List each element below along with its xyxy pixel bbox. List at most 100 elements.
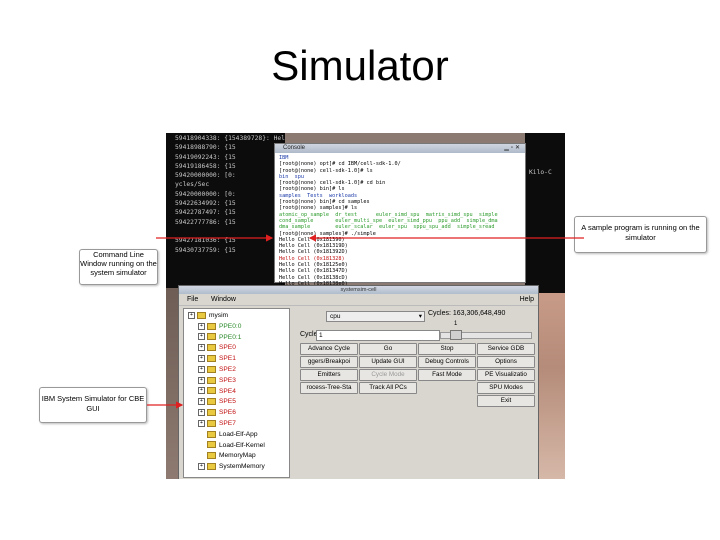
expand-icon[interactable]: +	[188, 311, 195, 319]
terminal-line: 59419092243: {15	[175, 153, 236, 161]
expand-icon[interactable]: +	[198, 387, 205, 395]
tree-item[interactable]: + SPE7	[198, 419, 236, 428]
tree-item-label: SPE7	[219, 420, 236, 427]
tree-item-label: SPE0	[219, 344, 236, 352]
gui-titlebar[interactable]: systemsim-cell	[179, 286, 538, 294]
terminal-line: 59427181036: {15	[175, 237, 236, 245]
console-line: Hello Cell (0x181392D)	[279, 249, 348, 256]
chevron-down-icon: ▾	[418, 313, 422, 320]
folder-icon	[207, 376, 216, 384]
folder-icon	[207, 462, 216, 470]
cycle-label: Cycle	[300, 331, 318, 338]
expand-icon[interactable]: +	[198, 419, 205, 427]
window-controls-icon[interactable]: ▁▫✕	[504, 145, 522, 151]
tree-item[interactable]: Load-Elf-App	[198, 430, 258, 439]
callout-gui: IBM System Simulator for CBE GUI	[39, 387, 147, 423]
menu-file[interactable]: File	[187, 296, 199, 303]
tree-item-label: Load-Elf-App	[219, 430, 258, 438]
sim-button[interactable]: Update GUI	[359, 356, 417, 368]
cycle-slider[interactable]	[440, 332, 532, 339]
tree-item[interactable]: + PPE0:1	[198, 333, 241, 342]
sim-button[interactable]: PE Visualizatio	[477, 369, 535, 381]
folder-icon	[207, 344, 216, 352]
tree-item[interactable]: + SPE0	[198, 343, 236, 352]
folder-icon	[207, 441, 216, 449]
expand-icon[interactable]: +	[198, 408, 205, 416]
expand-icon[interactable]: +	[198, 333, 205, 341]
tree-item[interactable]: +PPE0:0	[198, 322, 241, 331]
sim-button[interactable]: Fast Mode	[418, 369, 476, 381]
sim-button[interactable]: ggers/Breakpoi	[300, 356, 358, 368]
expand-icon[interactable]: +	[198, 376, 205, 384]
console-line: [root@(none) cell-sdk-1.0]# ls	[279, 167, 373, 174]
terminal-right-text: Kilo-C	[529, 169, 552, 176]
sim-button[interactable]: SPU Modes	[477, 382, 535, 394]
sim-button[interactable]: rocess-Tree-Sta	[300, 382, 358, 394]
console-line: samples Tests workloads	[279, 192, 358, 199]
tree-item-label: PPE0:1	[219, 333, 242, 341]
expand-icon[interactable]: +	[198, 365, 205, 373]
terminal-right-edge: Kilo-C	[525, 133, 565, 293]
slider-handle[interactable]	[450, 330, 462, 340]
tree-item-label: Load-Elf-Kernel	[219, 441, 265, 449]
folder-icon	[207, 354, 216, 362]
tree-item[interactable]: + SPE2	[198, 365, 236, 374]
tree-item[interactable]: + SPE6	[198, 408, 236, 417]
expand-icon[interactable]: +	[198, 354, 205, 362]
expand-icon[interactable]: +	[198, 462, 205, 470]
folder-icon	[207, 430, 216, 438]
folder-icon	[207, 419, 216, 427]
console-line: [root@(none) bin]# ls	[279, 186, 345, 193]
terminal-line: 59422787497: {15	[175, 209, 236, 217]
simulator-tree[interactable]: +mysim+PPE0:0+PPE0:1+SPE0+SPE1+SPE2+SPE3…	[183, 308, 290, 478]
console-titlebar[interactable]: Console ▁▫✕	[275, 144, 525, 153]
tree-item-label: SPE2	[219, 366, 236, 373]
tree-item[interactable]: +mysim	[188, 311, 228, 320]
console-line: Hello Cell (0x181390)	[279, 236, 345, 243]
sim-button[interactable]: Options	[477, 356, 535, 368]
folder-icon	[207, 398, 216, 406]
cpu-select[interactable]: cpu ▾	[326, 311, 425, 322]
expand-icon[interactable]: +	[198, 398, 205, 406]
sim-button[interactable]: Track All PCs	[359, 382, 417, 394]
expand-icon[interactable]: +	[198, 344, 205, 352]
sim-button[interactable]: Debug Controls	[418, 356, 476, 368]
tree-item[interactable]: +SPE3	[198, 376, 236, 385]
expand-icon[interactable]: +	[198, 322, 205, 330]
tree-item[interactable]: +SPE4	[198, 387, 236, 396]
terminal-line: 59430737759: {15	[175, 246, 236, 254]
slide-title: Simulator	[271, 42, 449, 89]
terminal-line: 59418988790: {15	[175, 144, 236, 152]
sim-button[interactable]: Stop	[418, 343, 476, 355]
tree-item[interactable]: +SPE5	[198, 397, 236, 406]
console-line: cond_sample euler_multi_spe euler_simd_p…	[279, 217, 498, 224]
folder-icon	[207, 387, 216, 395]
background-photo-left	[166, 288, 178, 479]
tree-item[interactable]: MemoryMap	[198, 451, 256, 460]
sim-button[interactable]: Advance Cycle	[300, 343, 358, 355]
console-window[interactable]: Console ▁▫✕ IBM[root@(none) opt]# cd IBM…	[274, 143, 526, 306]
sim-button[interactable]: Go	[359, 343, 417, 355]
cycle-input[interactable]: 1	[316, 330, 440, 341]
terminal-line: 59422777786: {15	[175, 218, 236, 226]
sim-button[interactable]: Emitters	[300, 369, 358, 381]
simulator-gui-window[interactable]: systemsim-cell File Window Help +mysim+P…	[178, 285, 539, 479]
menu-help[interactable]: Help	[519, 296, 534, 303]
tree-item[interactable]: Load-Elf-Kernel	[198, 441, 265, 450]
tree-item-label: SPE6	[219, 409, 236, 417]
sim-button[interactable]: Service GDB	[477, 343, 535, 355]
tree-item[interactable]: +SystemMemory	[198, 462, 265, 471]
terminal-line	[175, 227, 285, 236]
folder-icon	[207, 365, 216, 373]
console-line: [root@(none) cell-sdk-1.0]# cd bin	[279, 180, 386, 187]
sim-button[interactable]: Exit	[477, 395, 535, 407]
menu-window[interactable]: Window	[211, 296, 236, 303]
cycles-count: Cycles: 163,306,648,490	[428, 310, 506, 317]
simulator-screenshot: 59418904338: {154389728}: Hello Cell (0x…	[166, 133, 565, 479]
tree-item[interactable]: +SPE1	[198, 354, 236, 363]
terminal-line: 59420000000: [0:	[175, 190, 236, 198]
callout-command-line: Command Line Window running on the syste…	[79, 249, 158, 285]
console-line: atomic_op_sample dr_test euler_simd_spu …	[279, 211, 498, 218]
folder-icon	[207, 322, 216, 330]
sim-button[interactable]: Cycle Mode	[359, 369, 417, 381]
